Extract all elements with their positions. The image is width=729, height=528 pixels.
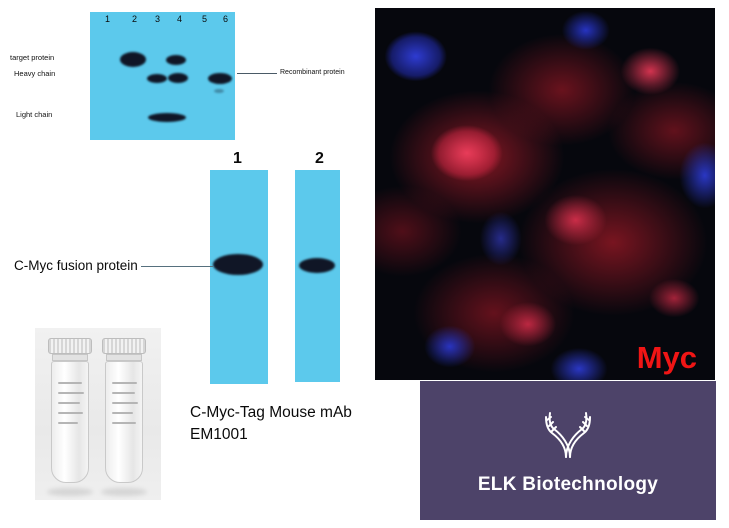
band-light-chain — [148, 113, 186, 122]
strip-number-1: 1 — [233, 150, 242, 167]
band-lane4-upper — [166, 55, 186, 65]
recombinant-annotation: Recombinant protein — [280, 69, 345, 76]
lane-number-2: 2 — [132, 14, 138, 24]
vial-body — [51, 361, 89, 483]
dna-helix-icon — [535, 405, 601, 466]
band-recombinant — [208, 73, 232, 84]
strip-number-2: 2 — [315, 150, 324, 167]
product-name: C-Myc-Tag Mouse mAb — [190, 404, 352, 421]
brand-name: ELK Biotechnology — [477, 474, 659, 495]
vial-collar — [106, 354, 142, 361]
lane-number-5: 5 — [202, 14, 208, 24]
western-blot-panel: 1 2 3 4 5 6 — [90, 12, 235, 140]
vial-body — [105, 361, 143, 483]
row-label-light-chain: Light chain — [16, 110, 53, 119]
vial-collar — [52, 354, 88, 361]
lane-number-6: 6 — [223, 14, 229, 24]
brand-banner: ELK Biotechnology — [420, 381, 716, 520]
vial-cap — [48, 338, 92, 354]
fusion-protein-annotation: C-Myc fusion protein — [14, 258, 138, 273]
band-faint — [214, 89, 224, 93]
vial-left — [47, 338, 93, 496]
lane-number-3: 3 — [155, 14, 161, 24]
blot-strip-2 — [295, 170, 340, 382]
row-label-target-protein: target protein — [10, 53, 55, 62]
blot-strip-1 — [210, 170, 268, 384]
product-title: C-Myc-Tag Mouse mAb EM1001 — [190, 402, 352, 447]
myc-stain-label: Myc — [636, 340, 697, 375]
vial-shadow — [47, 488, 93, 496]
band-heavy-chain-lane3 — [147, 74, 167, 83]
immunofluorescence-image: Myc — [375, 8, 715, 380]
fusion-pointer-line — [141, 266, 213, 267]
lane-number-1: 1 — [105, 14, 111, 24]
lane-number-4: 4 — [177, 14, 183, 24]
vial-right — [101, 338, 147, 496]
band-target-protein — [120, 52, 146, 67]
vial-cap — [102, 338, 146, 354]
vial-shadow — [101, 488, 147, 496]
band-heavy-chain-lane4 — [168, 73, 188, 83]
row-label-heavy-chain: Heavy chain — [14, 69, 56, 78]
band-fusion-protein-1 — [213, 254, 263, 275]
recombinant-pointer-line — [237, 73, 277, 74]
product-vials-photo — [35, 328, 161, 500]
product-catalog-number: EM1001 — [190, 426, 248, 444]
band-fusion-protein-2 — [299, 258, 335, 273]
